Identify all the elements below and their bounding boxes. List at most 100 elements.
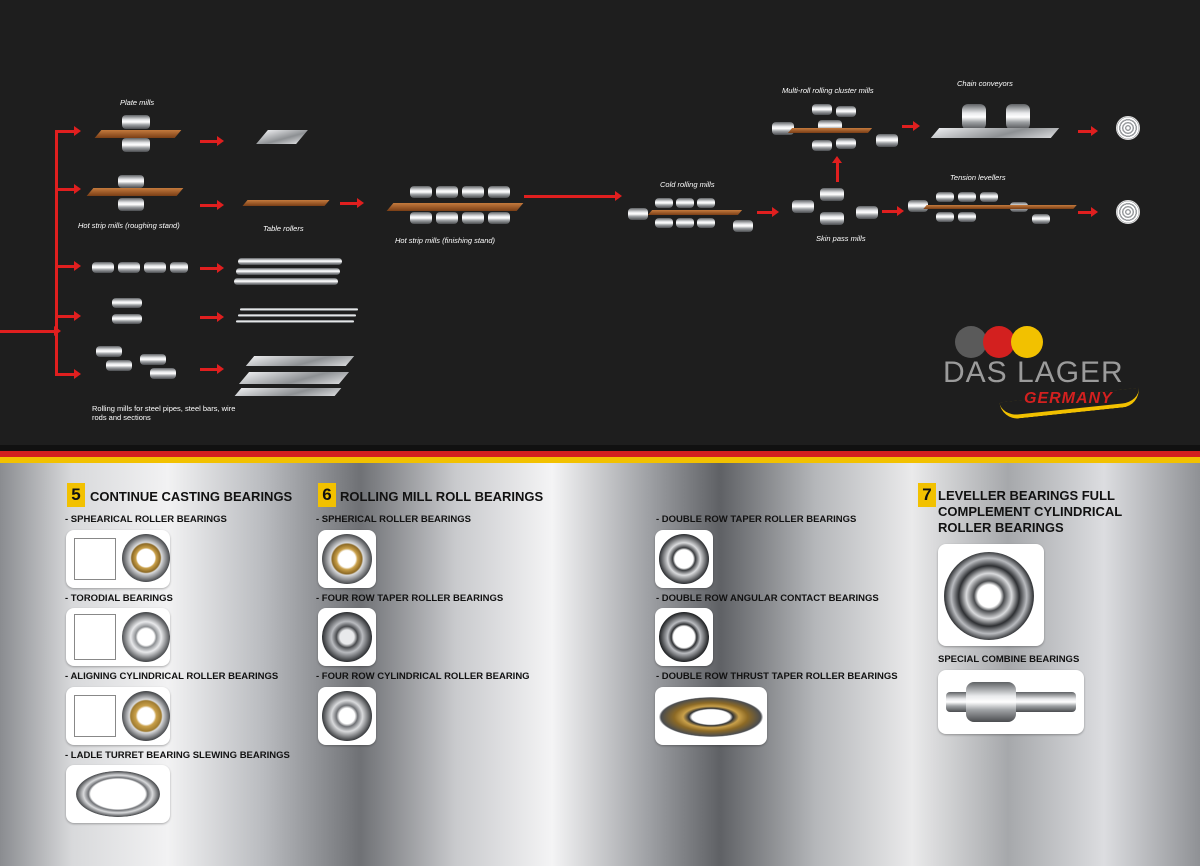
label-multi-roll: Multi-roll rolling cluster mills [782,86,874,95]
roller [1032,214,1050,224]
bearing-card[interactable] [66,608,170,666]
thrust-bearing-icon [659,697,763,737]
roller [958,192,976,202]
arrow [757,207,779,217]
arrow [200,312,224,322]
branch-arrow-plate [55,126,81,136]
toroidal-bearing-icon [122,612,170,662]
item-label: - DOUBLE ROW ANGULAR CONTACT BEARINGS [656,593,879,604]
roller [96,346,122,357]
steel-sections-icon [245,356,355,366]
roller [118,262,140,273]
roller [410,212,432,224]
bearing-card[interactable] [66,687,170,745]
steel-bars-icon [238,258,342,265]
branch-arrow-rods [55,311,81,321]
conveyor-coil [962,104,986,130]
bearing-card[interactable] [318,530,376,588]
item-label: - SPHERICAL ROLLER BEARINGS [316,514,472,525]
item-label: - DOUBLE ROW THRUST TAPER ROLLER BEARING… [656,671,898,682]
bearing-card[interactable] [938,670,1084,734]
arrow [200,136,224,146]
roller [820,212,844,225]
section-number: 6 [318,483,336,507]
roller [655,218,673,228]
arrow-up [832,156,842,182]
technical-drawing-icon [74,614,116,660]
arrow [524,191,622,201]
bearing-card[interactable] [655,608,713,666]
roller [697,198,715,208]
roller [676,218,694,228]
label-hot-strip-roughing: Hot strip mills (roughing stand) [78,221,180,230]
steel-sections-icon [234,388,342,396]
section-number: 5 [67,483,85,507]
bearings-panel [0,463,1200,866]
strip-leveller [923,205,1077,209]
spherical-bearing-icon [322,534,372,584]
arrow [902,121,920,131]
roller [836,138,856,149]
logo-circle-yellow [1011,326,1043,358]
bearing-card[interactable] [938,544,1044,646]
roller [170,262,188,273]
bearing-card[interactable] [318,687,376,745]
label-table-rollers: Table rollers [263,224,304,233]
steel-plate-icon [256,130,308,144]
item-label: - FOUR ROW TAPER ROLLER BEARINGS [316,593,504,604]
label-cold-rolling: Cold rolling mills [660,180,715,189]
arrow [882,206,904,216]
steel-coil-icon [1116,200,1140,224]
roller [836,106,856,117]
arrow [200,263,224,273]
roller [118,175,144,188]
strip-roughing [86,188,184,196]
roller [958,212,976,222]
roller [908,200,928,212]
roller [92,262,114,273]
branch-line [55,130,58,376]
bearing-card[interactable] [318,608,376,666]
strip-cluster [787,128,873,133]
bearing-card[interactable] [66,765,170,823]
label-chain-conveyors: Chain conveyors [957,79,1013,88]
section-number: 7 [918,483,936,507]
item-label: - FOUR ROW CYLINDRICAL ROLLER BEARING [316,671,530,682]
wire-rods-icon [240,308,358,311]
steel-coil-icon [1116,116,1140,140]
roller [733,220,753,232]
spherical-bearing-icon [122,534,170,582]
roller [697,218,715,228]
roller [812,140,832,151]
item-label: - DOUBLE ROW TAPER ROLLER BEARINGS [656,514,857,525]
roller [436,212,458,224]
roller [792,200,814,213]
cylindrical-bearing-icon [122,691,170,741]
roller [410,186,432,198]
section-title: LEVELLER BEARINGS FULL COMPLEMENT CYLIND… [938,488,1122,535]
roller [140,354,166,365]
bearing-card[interactable] [655,530,713,588]
wire-rods-icon [238,314,356,317]
strip-finishing [386,203,524,211]
roller [144,262,166,273]
roller [112,298,142,308]
arrow [1078,126,1098,136]
bearing-card[interactable] [655,687,767,745]
roller [436,186,458,198]
roller [628,208,648,220]
roller [106,360,132,371]
roller [118,198,144,211]
label-tension-levellers: Tension levellers [950,173,1006,182]
flag-stripe-gold [0,457,1200,463]
steel-bars-icon [236,268,340,275]
branch-arrow-line [0,326,61,336]
leveller-bearing-icon [944,552,1034,640]
taper-bearing-icon [322,612,372,662]
bearing-card[interactable] [66,530,170,588]
label-pipes-bars: Rolling mills for steel pipes, steel bar… [92,404,236,422]
arrow [200,364,224,374]
branch-arrow-sections [55,369,81,379]
roller [488,186,510,198]
roller [980,192,998,202]
